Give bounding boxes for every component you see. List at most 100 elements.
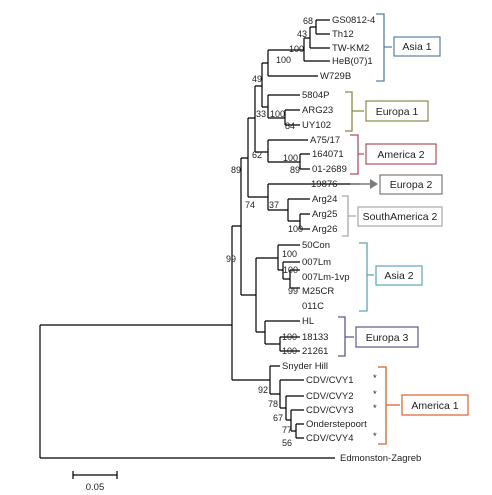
bootstrap-value: 100 (289, 44, 304, 54)
bootstrap-value: 100 (282, 346, 297, 356)
bootstrap-value: 100 (288, 224, 303, 234)
bootstrap-value: 56 (282, 438, 292, 448)
leaf-label: HL (302, 316, 314, 327)
clade-bracket (350, 134, 364, 175)
clade-box (393, 36, 441, 57)
leaf-label: Onderstepoort (306, 419, 367, 430)
leaf-label: ARG23 (302, 105, 333, 116)
bootstrap-value: 67 (273, 413, 283, 423)
leaf-label: 01-2689 (312, 164, 347, 175)
bootstrap-value: 62 (252, 150, 262, 160)
bootstrap-value: 68 (303, 16, 313, 26)
clade-box (365, 143, 437, 165)
leaf-label: Arg24 (312, 194, 337, 205)
clade-america-1: America 1 (378, 366, 469, 445)
clade-label: Europa 3 (366, 332, 409, 344)
leaf-label: Snyder Hill (282, 361, 328, 372)
bootstrap-value: 99 (226, 254, 236, 264)
asterisk-marker: * (373, 373, 377, 384)
clade-europa-1: Europa 1 (345, 91, 429, 132)
leaf-labels: GS0812-4 Th12 TW-KM2 HeB(07)1 W729B 5804… (282, 15, 421, 464)
scale-bar-label: 0.05 (86, 482, 105, 493)
leaf-label: 007Lm (302, 257, 331, 268)
asterisk-marker: * (373, 389, 377, 400)
arrow-head (370, 179, 378, 189)
bootstrap-value: 100 (270, 109, 285, 119)
leaf-label: TW-KM2 (332, 43, 369, 54)
bootstrap-value: 84 (285, 121, 295, 131)
scale-bar: 0.05 (72, 471, 118, 493)
bootstrap-value: 100 (282, 332, 297, 342)
scale-bar-line (72, 471, 118, 479)
asterisk-marker: * (373, 403, 377, 414)
leaf-label: 5804P (302, 90, 329, 101)
bootstrap-value: 89 (231, 165, 241, 175)
leaf-label: HeB(07)1 (332, 56, 373, 67)
clade-box (401, 394, 469, 416)
clade-bracket (376, 13, 392, 82)
leaf-label: Th12 (332, 29, 354, 40)
asterisk-marker: * (373, 431, 377, 442)
leaf-label: 50Con (302, 240, 330, 251)
clade-europa-2: Europa 2 (350, 174, 443, 195)
clade-bracket (378, 366, 400, 445)
bootstrap-value: 100 (283, 265, 298, 275)
leaf-label: 164071 (312, 149, 344, 160)
clade-bracket (345, 91, 364, 132)
clade-box (357, 206, 443, 227)
clade-america-2: America 2 (350, 134, 437, 175)
leaf-label: 18133 (302, 332, 328, 343)
clade-bracket (359, 242, 374, 312)
leaf-label: M25CR (302, 286, 334, 297)
clade-box (379, 174, 443, 195)
bootstrap-value: 78 (268, 399, 278, 409)
clade-southamerica-2: SouthAmerica 2 (342, 195, 443, 237)
bootstrap-value: 74 (245, 200, 255, 210)
clade-asia-2: Asia 2 (359, 242, 423, 312)
clade-asia-1: Asia 1 (376, 13, 441, 82)
clade-label: Europa 2 (390, 179, 433, 191)
clade-label: SouthAmerica 2 (363, 211, 438, 223)
clade-box (355, 326, 419, 348)
leaf-label: CDV/CVY4 (306, 433, 354, 444)
clade-label: Europa 1 (376, 106, 419, 118)
leaf-label: CDV/CVY3 (306, 405, 354, 416)
leaf-label: A75/17 (310, 135, 340, 146)
clade-label: America 2 (377, 149, 424, 161)
leaf-label: 21261 (302, 346, 328, 357)
leaf-label: CDV/CVY1 (306, 375, 354, 386)
bootstrap-value: 92 (258, 385, 268, 395)
leaf-label: W729B (320, 71, 351, 82)
bootstrap-value: 33 (256, 109, 266, 119)
bootstrap-value: 77 (282, 425, 292, 435)
clade-europa-3: Europa 3 (338, 316, 419, 357)
clade-bracket (338, 316, 354, 357)
clade-label: Asia 2 (384, 270, 413, 282)
bootstrap-values: 68 43 100 49 100 33 100 84 62 100 89 89 … (226, 16, 313, 448)
clade-bracket (342, 195, 356, 237)
leaf-label: 007Lm-1vp (302, 272, 350, 283)
bootstrap-value: 100 (276, 55, 291, 65)
bootstrap-value: 99 (288, 286, 298, 296)
bootstrap-value: 100 (282, 249, 297, 259)
bootstrap-value: 43 (297, 29, 307, 39)
clade-box (365, 100, 429, 122)
leaf-label: CDV/CVY2 (306, 391, 354, 402)
bootstrap-value: 89 (290, 165, 300, 175)
leaf-label: Edmonston-Zagreb (340, 453, 421, 464)
clade-label: America 1 (411, 400, 458, 412)
leaf-label: UY102 (302, 120, 331, 131)
leaf-label: 011C (302, 301, 324, 312)
asterisk-markers: * * * * (373, 373, 377, 442)
leaf-label: GS0812-4 (332, 15, 375, 26)
clade-box (375, 265, 423, 286)
clade-label: Asia 1 (402, 41, 431, 53)
tree-branches (39, 19, 360, 459)
bootstrap-value: 49 (252, 74, 262, 84)
bootstrap-value: 37 (269, 200, 279, 210)
bootstrap-value: 100 (283, 153, 298, 163)
leaf-label: Arg26 (312, 224, 337, 235)
leaf-label: 19876 (311, 179, 337, 190)
leaf-label: Arg25 (312, 209, 337, 220)
